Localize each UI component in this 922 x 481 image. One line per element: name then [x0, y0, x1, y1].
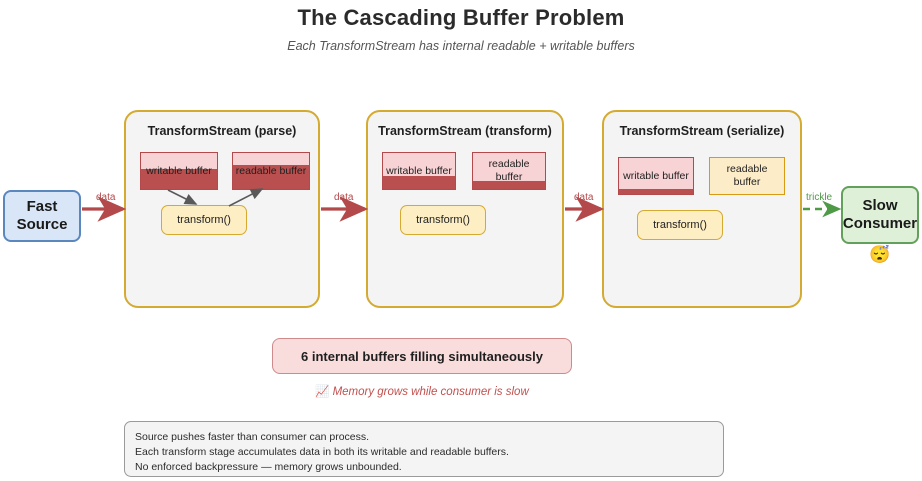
- slow-consumer-node[interactable]: Slow Consumer: [841, 186, 919, 244]
- note-line-3: No enforced backpressure — memory grows …: [135, 460, 402, 473]
- slow-consumer-label: Slow Consumer: [842, 197, 918, 232]
- readable-buffer-transform[interactable]: readable buffer: [472, 152, 546, 190]
- writable-buffer-fill-serialize: [619, 188, 693, 194]
- explanation-note: Source pushes faster than consumer can p…: [124, 421, 724, 477]
- note-line-1: Source pushes faster than consumer can p…: [135, 431, 370, 443]
- page-subtitle: Each TransformStream has internal readab…: [287, 39, 635, 53]
- transform-function-label-transform: transform(): [416, 214, 470, 226]
- buffer-count-badge: 6 internal buffers filling simultaneousl…: [272, 338, 572, 374]
- readable-buffer-label-parse: readable buffer: [235, 164, 307, 177]
- readable-buffer-label-transform: readable buffer: [488, 158, 530, 183]
- transform-function-parse[interactable]: transform(): [161, 205, 247, 235]
- transform-function-transform[interactable]: transform(): [400, 205, 486, 235]
- flow-label-data-2: data: [334, 192, 354, 203]
- readable-buffer-serialize[interactable]: readable buffer: [709, 157, 785, 195]
- transform-function-serialize[interactable]: transform(): [637, 210, 723, 240]
- writable-buffer-fill-parse: [141, 169, 217, 189]
- fast-source-label: Fast Source: [16, 198, 68, 233]
- memory-growth-caption: 📈Memory grows while consumer is slow: [222, 384, 622, 398]
- readable-buffer-label-serialize: readable buffer: [726, 163, 768, 188]
- transform-function-label-parse: transform(): [177, 214, 231, 226]
- writable-buffer-label-serialize: writable buffer: [623, 169, 689, 182]
- chart-increasing-icon: 📈: [315, 386, 330, 398]
- stage-title-transform: TransformStream (transform): [378, 124, 552, 138]
- readable-buffer-fill-parse: [233, 164, 309, 189]
- readable-buffer-parse[interactable]: readable buffer: [232, 152, 310, 190]
- transform-stage-parse[interactable]: TransformStream (parse) writable buffer …: [124, 110, 320, 308]
- writable-buffer-label-transform: writable buffer: [386, 164, 452, 177]
- flow-label-trickle: trickle: [806, 192, 833, 203]
- memory-growth-caption-text: Memory grows while consumer is slow: [332, 386, 529, 398]
- writable-buffer-parse[interactable]: writable buffer: [140, 152, 218, 190]
- note-line-2: Each transform stage accumulates data in…: [135, 445, 509, 458]
- writable-buffer-fill-transform: [383, 176, 455, 189]
- stage-title-serialize: TransformStream (serialize): [619, 124, 785, 138]
- transform-function-label-serialize: transform(): [653, 219, 707, 231]
- transform-stage-transform[interactable]: TransformStream (transform) writable buf…: [366, 110, 564, 308]
- fast-source-node[interactable]: Fast Source: [3, 190, 81, 242]
- sleeping-face-icon: 😴: [869, 245, 891, 264]
- flow-label-data-3: data: [574, 192, 594, 203]
- readable-buffer-fill-transform: [473, 181, 545, 189]
- buffer-count-badge-label: 6 internal buffers filling simultaneousl…: [301, 348, 543, 364]
- transform-stage-serialize[interactable]: TransformStream (serialize) writable buf…: [602, 110, 802, 308]
- writable-buffer-transform[interactable]: writable buffer: [382, 152, 456, 190]
- stage-title-parse: TransformStream (parse): [147, 124, 297, 138]
- page-title: The Cascading Buffer Problem: [297, 5, 625, 30]
- flow-label-data-1: data: [96, 192, 116, 203]
- writable-buffer-serialize[interactable]: writable buffer: [618, 157, 694, 195]
- writable-buffer-label-parse: writable buffer: [146, 164, 212, 177]
